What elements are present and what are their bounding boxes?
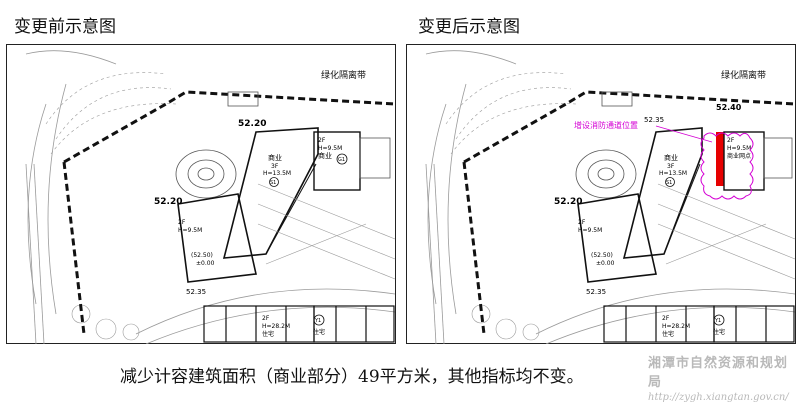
commercial-height-label: H=13.5M: [263, 170, 291, 177]
fountain: [575, 149, 637, 199]
res1-floors-label: 2F: [262, 315, 270, 322]
residential-row: [603, 305, 795, 343]
res1-use-label: 住宅: [662, 330, 674, 338]
fire-lane: [716, 132, 724, 186]
res2-use-label: 住宅: [713, 328, 725, 336]
annex-height-label: H=9.5M: [318, 145, 342, 152]
res2-id-label: Y1: [714, 318, 721, 324]
commercial-height-label: H=13.5M: [659, 170, 687, 177]
left-block-height-label: H=9.5M: [178, 227, 202, 234]
green-belt-label: 绿化隔离带: [721, 69, 766, 81]
res2-id-label: Y1: [314, 318, 321, 324]
elevation-left: 52.20: [154, 197, 182, 207]
left-block: [177, 193, 257, 283]
annotation-leader: [655, 125, 713, 143]
commercial-use-label: 商业: [268, 153, 282, 162]
fountain: [175, 149, 237, 199]
revision-cloud: [700, 132, 754, 200]
hatched-box: [227, 91, 259, 107]
res2-id-circle: [313, 314, 325, 326]
site-hatch: [657, 183, 796, 280]
left-block-floors-label: 2F: [178, 219, 186, 226]
building-id-circle: [269, 177, 279, 187]
commercial-floors-label: 3F: [667, 163, 675, 170]
road-curves: [25, 50, 396, 345]
annex-floors-label: 2F: [727, 137, 735, 144]
tree-area: [445, 72, 577, 341]
fire-lane-annotation: 增设消防通道位置: [574, 120, 638, 130]
annex-use-label: 商业网点: [727, 152, 751, 160]
annex-id-label: G1: [338, 157, 345, 163]
adjacent-block: [359, 137, 391, 179]
building-id-circle: [665, 177, 675, 187]
block-zero-label: ±0.00: [196, 260, 215, 267]
site-plan-before: 绿化隔离带 商业 3F H=13.5M S1 2F H=9.5M 商业 G1 2…: [6, 44, 396, 345]
site-boundary: [462, 90, 796, 335]
res1-height-label: H=28.2M: [262, 323, 290, 330]
block-zero-label: ±0.00: [596, 260, 615, 267]
left-block: [577, 193, 657, 283]
watermark-url: http://zygh.xiangtan.gov.cn/: [648, 392, 789, 403]
res1-height-label: H=28.2M: [662, 323, 690, 330]
site-hatch: [257, 183, 396, 280]
elevation-bottom: 52.35: [586, 288, 606, 296]
res2-id-circle: [713, 314, 725, 326]
title-before: 变更前示意图: [14, 17, 116, 37]
commercial-building-s1: [622, 127, 703, 259]
block-elevation-label: (52.50): [191, 252, 213, 259]
annex-height-label: H=9.5M: [727, 145, 751, 152]
commercial-use-label: 商业: [664, 153, 678, 162]
commercial-building-s1: [222, 127, 319, 259]
left-block-floors-label: 2F: [578, 219, 586, 226]
elevation-top: 52.40: [716, 103, 742, 112]
diagram-after: 绿化隔离带 商业 3F H=13.5M S1 2F H=9.5M 商业网点 增设…: [406, 44, 796, 345]
annex-use-label: 商业: [318, 151, 332, 160]
site-boundary: [62, 90, 396, 335]
commercial-id-label: S1: [270, 180, 276, 186]
left-block-height-label: H=9.5M: [578, 227, 602, 234]
res1-floors-label: 2F: [662, 315, 670, 322]
green-belt-label: 绿化隔离带: [321, 69, 366, 81]
elevation-mid: 52.35: [644, 116, 664, 124]
road-curves: [425, 50, 796, 345]
watermark: 湘潭市自然资源和规划局 http://zygh.xiangtan.gov.cn/: [648, 352, 798, 403]
residential-row: [203, 305, 395, 343]
block-elevation-label: (52.50): [591, 252, 613, 259]
site-plan-after: 绿化隔离带 商业 3F H=13.5M S1 2F H=9.5M 商业网点 增设…: [406, 44, 796, 345]
diagram-before: 绿化隔离带 商业 3F H=13.5M S1 2F H=9.5M 商业 G1 2…: [6, 44, 396, 345]
elevation-bottom: 52.35: [186, 288, 206, 296]
commercial-id-label: S1: [666, 180, 672, 186]
res2-use-label: 住宅: [313, 328, 325, 336]
watermark-name: 湘潭市自然资源和规划局: [648, 356, 789, 390]
res1-use-label: 住宅: [262, 330, 274, 338]
change-summary: 减少计容建筑面积（商业部分）49平方米，其他指标均不变。: [120, 367, 584, 387]
elevation-top: 52.20: [238, 119, 266, 129]
annex-id-circle: [336, 153, 348, 165]
tree-area: [45, 72, 177, 341]
title-after: 变更后示意图: [418, 17, 520, 37]
commercial-floors-label: 3F: [271, 163, 279, 170]
annex-floors-label: 2F: [318, 137, 326, 144]
adjacent-block: [763, 137, 793, 179]
hatched-box: [601, 91, 633, 107]
elevation-left: 52.20: [554, 197, 582, 207]
